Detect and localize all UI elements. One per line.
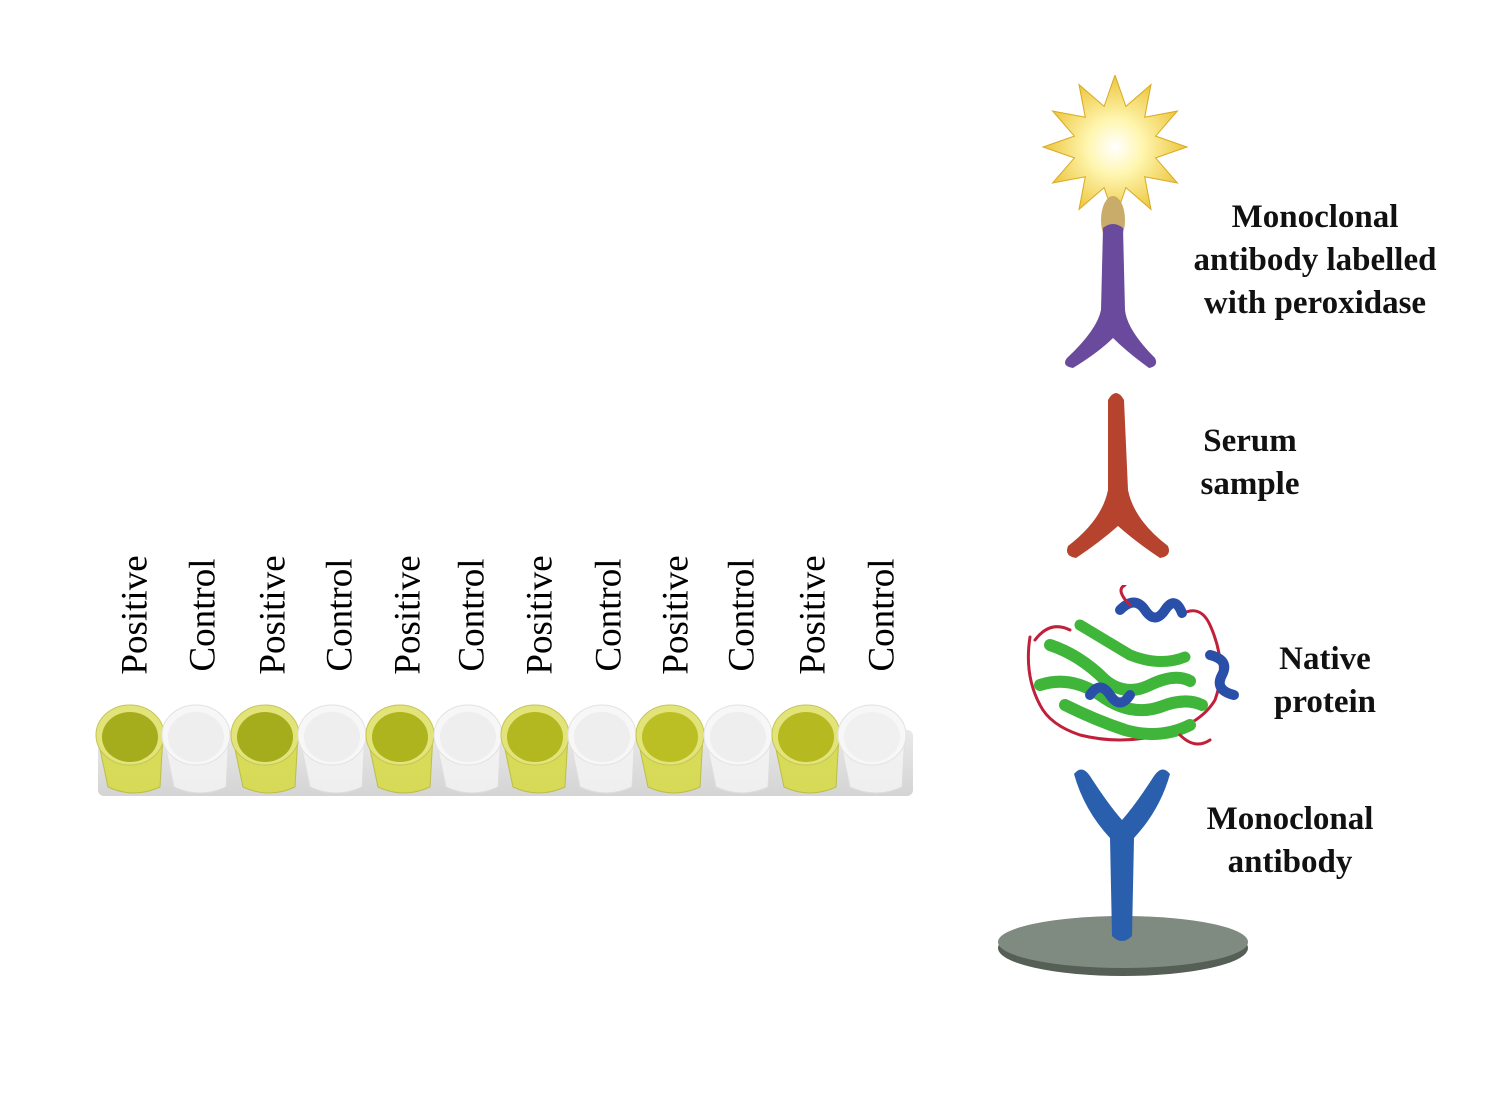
- well-label-7: Positive: [519, 555, 561, 675]
- label-native-protein: Native protein: [1273, 641, 1377, 720]
- capture-antibody-icon: [998, 769, 1248, 976]
- label-labelled-antibody: Monoclonal antibody labelled with peroxi…: [1193, 199, 1437, 321]
- well-7: [500, 704, 570, 794]
- well-label-6: Control: [451, 558, 493, 672]
- labelled-antibody-icon: [1065, 196, 1157, 368]
- microplate-strip: [95, 704, 913, 796]
- well-9: [635, 704, 705, 794]
- well-2: [161, 704, 231, 794]
- well-label-3: Positive: [252, 555, 294, 675]
- well-11: [771, 704, 841, 794]
- well-8: [567, 704, 637, 794]
- well-1: [95, 704, 165, 794]
- serum-antibody-icon: [1067, 393, 1169, 558]
- well-label-5: Positive: [387, 555, 429, 675]
- well-12: [837, 704, 907, 794]
- well-label-2: Control: [182, 558, 224, 672]
- label-serum-sample: Serum sample: [1200, 423, 1300, 502]
- well-label-8: Control: [588, 558, 630, 672]
- well-3: [230, 704, 300, 794]
- well-6: [433, 704, 503, 794]
- well-label-11: Positive: [792, 555, 834, 675]
- well-label-9: Positive: [655, 555, 697, 675]
- well-label-12: Control: [861, 558, 903, 672]
- well-4: [297, 704, 367, 794]
- well-10: [703, 704, 773, 794]
- label-capture-antibody: Monoclonal antibody: [1206, 801, 1374, 880]
- well-label-1: Positive: [114, 555, 156, 675]
- well-label-4: Control: [319, 558, 361, 672]
- native-protein-icon: [1026, 585, 1239, 746]
- well-label-10: Control: [721, 558, 763, 672]
- well-5: [365, 704, 435, 794]
